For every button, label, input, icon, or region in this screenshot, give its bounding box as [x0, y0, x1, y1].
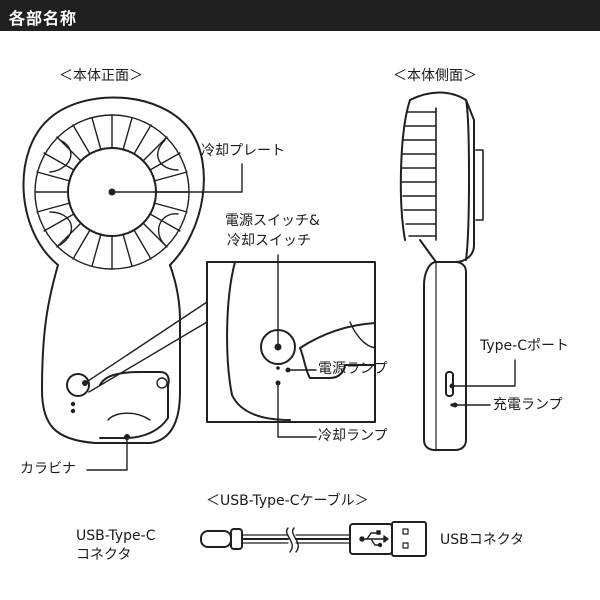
usbc-connector-shape	[200, 528, 289, 550]
view-label-front: ＜本体正面＞	[59, 68, 143, 84]
label-usbc-connector-line1: USB-Type-C	[76, 528, 156, 544]
label-charge-lamp: 充電ランプ	[493, 397, 563, 413]
side-handle	[423, 261, 467, 451]
front-view-fan-body	[22, 96, 205, 444]
zoom-box-frame	[206, 261, 376, 423]
label-usbc-connector-line2: コネクタ	[76, 547, 132, 563]
label-switch-line2: 冷却スイッチ	[227, 233, 311, 249]
header-bar	[0, 0, 600, 31]
front-fan-grille	[34, 114, 190, 270]
side-fan-fins	[401, 107, 484, 241]
label-cooling-lamp: 冷却ランプ	[318, 428, 388, 444]
carabiner-shape	[99, 371, 170, 439]
label-switch-line1: 電源スイッチ&	[225, 213, 320, 229]
usb-symbol-icon	[359, 530, 389, 548]
usb-connector-shape	[295, 521, 427, 557]
label-typec-port: Type-Cポート	[480, 338, 569, 354]
front-power-button	[66, 373, 90, 397]
label-usb-connector: USBコネクタ	[440, 532, 525, 548]
label-carabiner: カラビナ	[20, 461, 76, 477]
view-label-side: ＜本体側面＞	[393, 68, 477, 84]
label-cooling-plate: 冷却プレート	[201, 143, 285, 159]
header-title: 各部名称	[9, 9, 78, 28]
view-label-cable: ＜USB-Type-Cケーブル＞	[206, 493, 369, 509]
label-power-lamp: 電源ランプ	[318, 361, 388, 377]
